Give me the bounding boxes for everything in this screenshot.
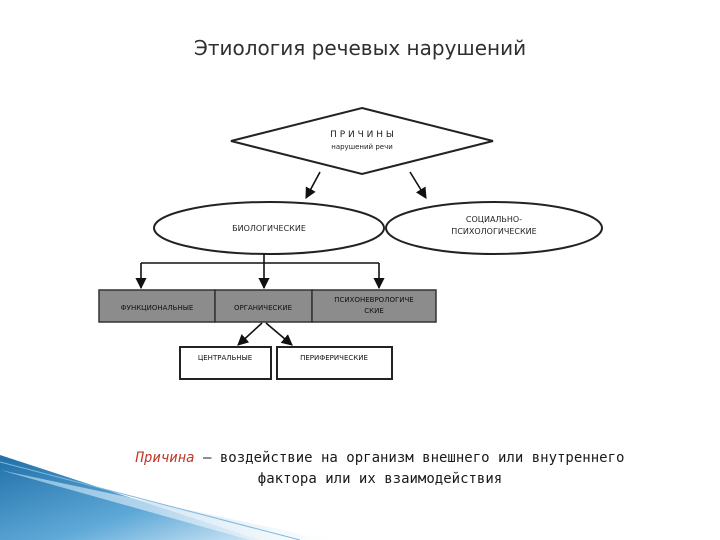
root-label-line2: нарушений речи bbox=[331, 143, 393, 151]
organic-node: ОРГАНИЧЕСКИЕ bbox=[214, 289, 313, 323]
arrow-root-social bbox=[409, 171, 427, 199]
functional-node: ФУНКЦИОНАЛЬНЫЕ bbox=[98, 289, 216, 323]
psychoneuro-label-line2: СКИЕ bbox=[364, 307, 384, 315]
central-label: ЦЕНТРАЛЬНЫЕ bbox=[198, 354, 252, 362]
social-label-line1: СОЦИАЛЬНО- bbox=[466, 215, 522, 224]
definition-text-line2: фактора или их взаимодействия bbox=[257, 471, 503, 487]
social-label-line2: ПСИХОЛОГИЧЕСКИЕ bbox=[451, 227, 536, 236]
arrow-organic-peripheral bbox=[265, 322, 293, 346]
social-node: СОЦИАЛЬНО- ПСИХОЛОГИЧЕСКИЕ bbox=[385, 201, 603, 255]
peripheral-node: ПЕРИФЕРИЧЕСКИЕ bbox=[276, 346, 393, 380]
definition-term: Причина bbox=[135, 450, 195, 466]
definition-text: Причина – воздействие на организм внешне… bbox=[60, 448, 700, 490]
root-label-line1: П Р И Ч И Н Ы bbox=[330, 130, 394, 140]
arrow-organic-central bbox=[237, 322, 263, 346]
psychoneuro-node: ПСИХОНЕВРОЛОГИЧЕ СКИЕ bbox=[311, 289, 437, 323]
biological-node: БИОЛОГИЧЕСКИЕ bbox=[153, 201, 385, 255]
definition-line1: Причина – воздействие на организм внешне… bbox=[60, 448, 700, 469]
definition-text-line1: – воздействие на организм внешнего или в… bbox=[194, 450, 625, 466]
biological-label: БИОЛОГИЧЕСКИЕ bbox=[232, 224, 306, 233]
peripheral-label: ПЕРИФЕРИЧЕСКИЕ bbox=[300, 354, 368, 362]
biological-connectors bbox=[135, 254, 385, 290]
root-node: П Р И Ч И Н Ы нарушений речи bbox=[230, 106, 494, 176]
central-node: ЦЕНТРАЛЬНЫЕ bbox=[179, 346, 272, 380]
slide-title: Этиология речевых нарушений bbox=[193, 36, 527, 60]
arrow-root-biological bbox=[305, 171, 321, 199]
swoosh-line bbox=[0, 461, 301, 540]
psychoneuro-label-line1: ПСИХОНЕВРОЛОГИЧЕ bbox=[334, 296, 413, 304]
functional-label: ФУНКЦИОНАЛЬНЫЕ bbox=[121, 304, 194, 312]
organic-label: ОРГАНИЧЕСКИЕ bbox=[234, 304, 292, 312]
